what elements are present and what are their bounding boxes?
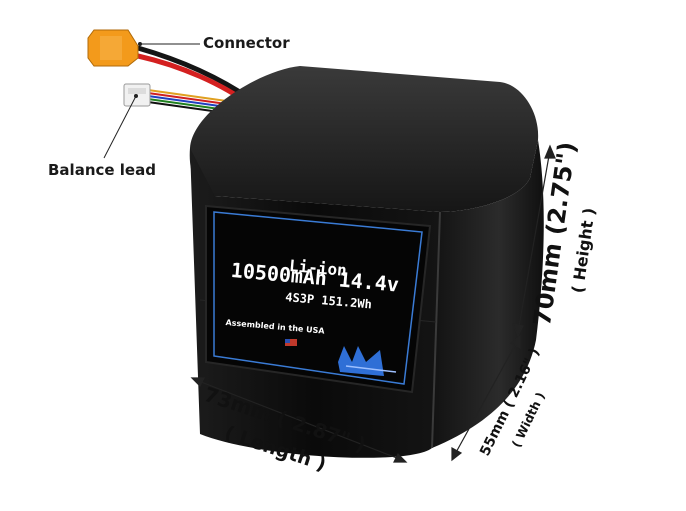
callout-lines (103, 42, 200, 159)
balance-wires (147, 89, 249, 117)
battery-side-face (432, 140, 544, 448)
mb-logo (338, 346, 397, 376)
usa-flag-mark (285, 339, 297, 346)
label-panel (205, 204, 432, 394)
dimension-lines (190, 144, 556, 463)
balance-lead-callout: Balance lead (48, 161, 156, 179)
battery-top-face (189, 66, 539, 212)
connector-callout: Connector (203, 34, 290, 52)
xt-connector (87, 29, 139, 67)
